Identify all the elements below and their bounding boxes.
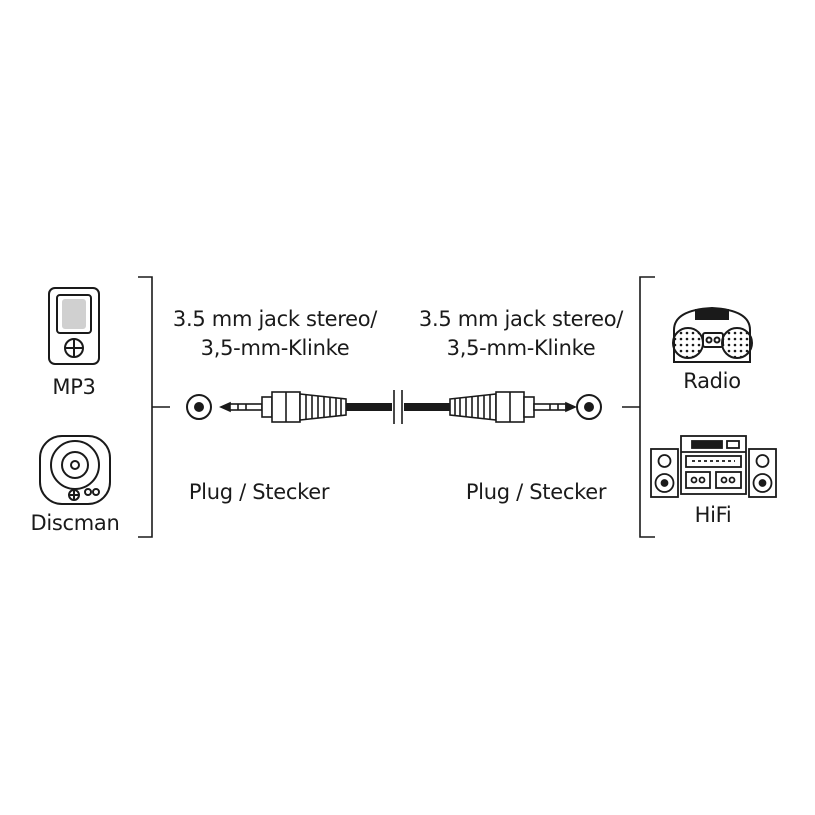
right-connector-type-line2: 3,5-mm-Klinke: [446, 336, 596, 360]
right-connector-gender: Plug / Stecker: [465, 480, 607, 504]
left-connector-type-line1: 3.5 mm jack stereo/: [172, 307, 378, 331]
radio-label: Radio: [683, 369, 741, 393]
hifi-label: HiFi: [694, 503, 732, 527]
left-socket-icon: [186, 394, 212, 420]
hifi-system-icon: [650, 435, 777, 498]
left-connector-type-line2: 3,5-mm-Klinke: [200, 336, 350, 360]
left-plug: [219, 391, 347, 423]
mp3-player-icon: [48, 287, 100, 365]
right-socket-icon: [576, 394, 602, 420]
boombox-radio-icon: [672, 306, 753, 363]
left-connector-gender: Plug / Stecker: [188, 480, 330, 504]
cable: [346, 389, 450, 425]
left-bracket: [138, 276, 170, 538]
mp3-label: MP3: [52, 375, 96, 399]
discman-icon: [39, 435, 111, 505]
right-connector-type-line1: 3.5 mm jack stereo/: [418, 307, 624, 331]
discman-label: Discman: [30, 511, 120, 535]
right-bracket: [622, 276, 655, 538]
right-plug: [449, 391, 577, 423]
